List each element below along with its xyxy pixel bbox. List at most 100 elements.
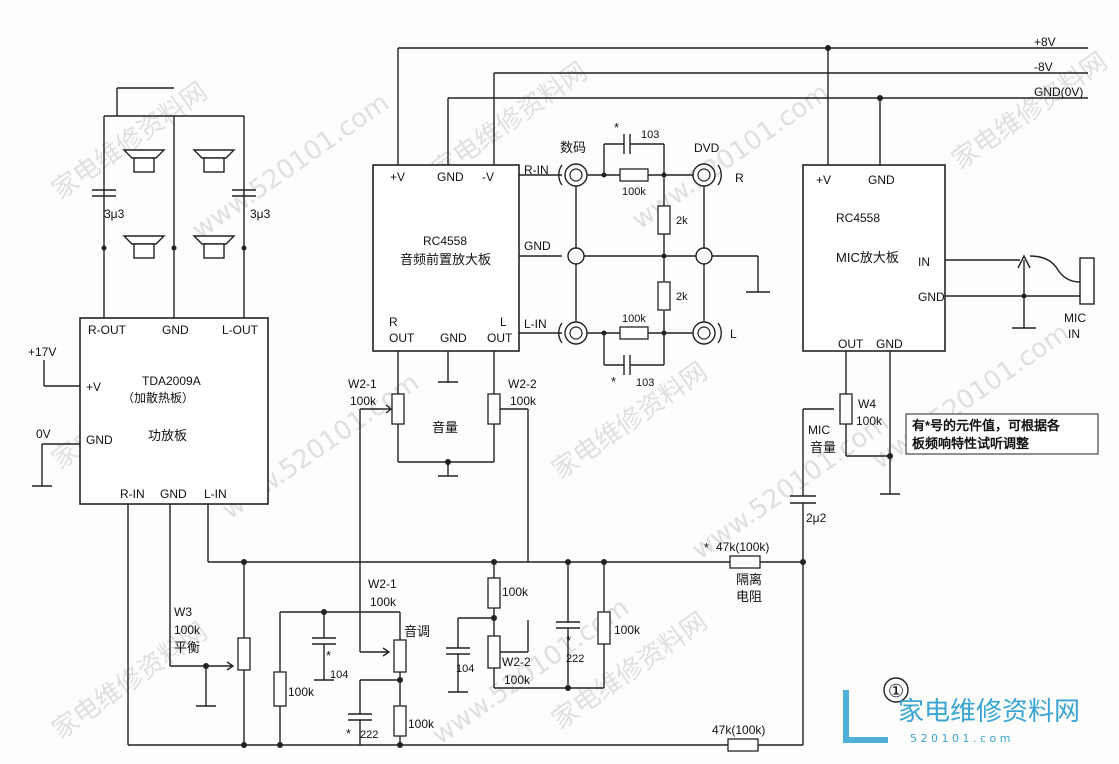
input-label-lin: L-IN bbox=[524, 317, 547, 331]
input-label-l: L bbox=[730, 327, 737, 341]
cap-value-103-bot: 103 bbox=[636, 377, 654, 389]
mic-pin-in: IN bbox=[918, 255, 930, 269]
preamp-pin-gnd2: GND bbox=[440, 331, 467, 345]
mic-pin-gnd-b: GND bbox=[876, 337, 903, 351]
potentiometer-icon bbox=[487, 635, 501, 669]
tone-star-b: * bbox=[346, 726, 351, 741]
speaker-icon bbox=[122, 235, 166, 259]
preamp-pin-vminus: -V bbox=[482, 170, 494, 184]
coupling-res-value: 47k(100k) bbox=[716, 540, 769, 554]
res-value-2k-a: 2k bbox=[676, 215, 688, 227]
pa-pin-gnd: GND bbox=[162, 323, 189, 337]
mic-pin-gnd: GND bbox=[868, 173, 895, 187]
input-label-shuma: 数码 bbox=[560, 140, 586, 155]
pa-heatsink: （加散热板） bbox=[122, 390, 194, 405]
site-logo-url: 5 2 0 1 0 1 . c o m bbox=[910, 732, 1010, 745]
tone-w3: W3 bbox=[174, 605, 192, 619]
potentiometer-icon bbox=[391, 393, 405, 425]
resistor-icon bbox=[657, 281, 671, 311]
mic-vol-label: 音量 bbox=[810, 440, 836, 455]
resistor-icon bbox=[393, 705, 407, 737]
tone-w22: W2-2 bbox=[502, 655, 531, 669]
tone-w3-value: 100k bbox=[174, 623, 201, 637]
cap-value-3u3-right: 3μ3 bbox=[250, 207, 271, 221]
preamp-name: 音频前置放大板 bbox=[400, 252, 491, 267]
potentiometer-icon bbox=[393, 639, 407, 673]
gnd-node-icon bbox=[695, 247, 713, 265]
coupling-cap-value: 2μ2 bbox=[806, 511, 827, 525]
rail-label-neg: -8V bbox=[1034, 60, 1053, 74]
rca-jack-icon bbox=[692, 321, 722, 345]
tone-label: 音调 bbox=[404, 624, 430, 639]
tone-c222a: 222 bbox=[360, 729, 378, 741]
preamp-pin-r: R bbox=[389, 315, 398, 329]
coupling-section: 2μ2 * 47k(100k) 隔离 电阻 47k(100k) bbox=[128, 495, 827, 752]
preamp-pin-vplus: +V bbox=[390, 170, 405, 184]
mic-pin-vplus: +V bbox=[816, 173, 831, 187]
mic-pin-out: OUT bbox=[838, 337, 864, 351]
watermark-brand: 家电维修资料网 bbox=[547, 357, 713, 486]
tone-r100b: 100k bbox=[408, 717, 435, 731]
preamp-pin-l: L bbox=[500, 315, 507, 329]
gnd-node-icon bbox=[567, 247, 585, 265]
mic-name: MIC放大板 bbox=[836, 250, 899, 265]
resistor-icon bbox=[619, 326, 649, 340]
power-rails: +8V -8V GND(0V) bbox=[397, 35, 1088, 165]
mic-in-label-1: MIC bbox=[1064, 311, 1086, 325]
preamp-pin-out2: OUT bbox=[487, 331, 513, 345]
preamp-chip: RC4558 bbox=[423, 234, 467, 248]
potentiometer-icon bbox=[839, 393, 853, 425]
rail-label-pos: +8V bbox=[1034, 35, 1056, 49]
power-amp-board: R-OUT GND L-OUT +V TDA2009A （加散热板） GND 功… bbox=[28, 317, 269, 505]
coupling-star: * bbox=[704, 540, 709, 555]
input-label-gnd: GND bbox=[524, 239, 551, 253]
resistor-icon bbox=[727, 738, 759, 752]
site-logo-icon bbox=[843, 690, 888, 743]
pa-pin-gnd-in: GND bbox=[160, 487, 187, 501]
tone-c104a: 104 bbox=[330, 669, 348, 681]
tone-w21-value: 100k bbox=[370, 595, 397, 609]
pa-pin-rin: R-IN bbox=[120, 487, 145, 501]
star-mark: * bbox=[614, 120, 619, 135]
vol-label: 音量 bbox=[432, 420, 458, 435]
speaker-icon bbox=[122, 149, 166, 173]
pa-pin-gnd-left: GND bbox=[86, 433, 113, 447]
figure-logo: ① 家电维修资料网 5 2 0 1 0 1 . c o m bbox=[843, 677, 1080, 745]
watermark-brand: 家电维修资料网 bbox=[47, 77, 213, 206]
note-box bbox=[905, 413, 1099, 455]
input-label-rin: R-IN bbox=[524, 163, 549, 177]
mic-in-label-2: IN bbox=[1068, 327, 1080, 341]
vol-w21: W2-1 bbox=[348, 377, 377, 391]
tone-r100c: 100k bbox=[502, 585, 529, 599]
vol-w21-value: 100k bbox=[350, 394, 377, 408]
speaker-section: 3μ3 3μ3 bbox=[92, 87, 271, 318]
pa-chip: TDA2009A bbox=[142, 374, 201, 388]
figure-number: ① bbox=[888, 681, 904, 701]
figure-number-circle-icon bbox=[883, 677, 909, 703]
res-value-100k-bot: 100k bbox=[622, 313, 646, 325]
input-label-dvd: DVD bbox=[694, 141, 720, 155]
mic-pin-gnd-r: GND bbox=[918, 290, 945, 304]
mic-vol-w4-value: 100k bbox=[856, 414, 883, 428]
coupling-res2-value: 47k(100k) bbox=[712, 723, 765, 737]
preamp-pin-gnd: GND bbox=[437, 170, 464, 184]
resistor-icon bbox=[487, 577, 501, 609]
res-value-100k-top: 100k bbox=[622, 186, 646, 198]
potentiometer-icon bbox=[487, 393, 501, 425]
res-value-2k-b: 2k bbox=[676, 291, 688, 303]
coupling-iso-1: 隔离 bbox=[736, 572, 762, 587]
resistor-icon bbox=[657, 205, 671, 235]
tone-c104b: 104 bbox=[456, 663, 474, 675]
preamp-pin-out1: OUT bbox=[389, 331, 415, 345]
tone-balance: 平衡 bbox=[174, 640, 200, 655]
resistor-icon bbox=[273, 671, 287, 707]
star-mark: * bbox=[611, 374, 616, 389]
mic-vol-w4: W4 bbox=[858, 397, 876, 411]
tone-star-c: * bbox=[566, 633, 571, 648]
mic-volume-section: W4 100k MIC 音量 有*号的元件值，可根据各 板频响特性试听调整 bbox=[802, 351, 1099, 496]
resistor-icon bbox=[597, 611, 611, 645]
pa-supply-0v: 0V bbox=[36, 427, 51, 441]
mic-chip: RC4558 bbox=[836, 211, 880, 225]
